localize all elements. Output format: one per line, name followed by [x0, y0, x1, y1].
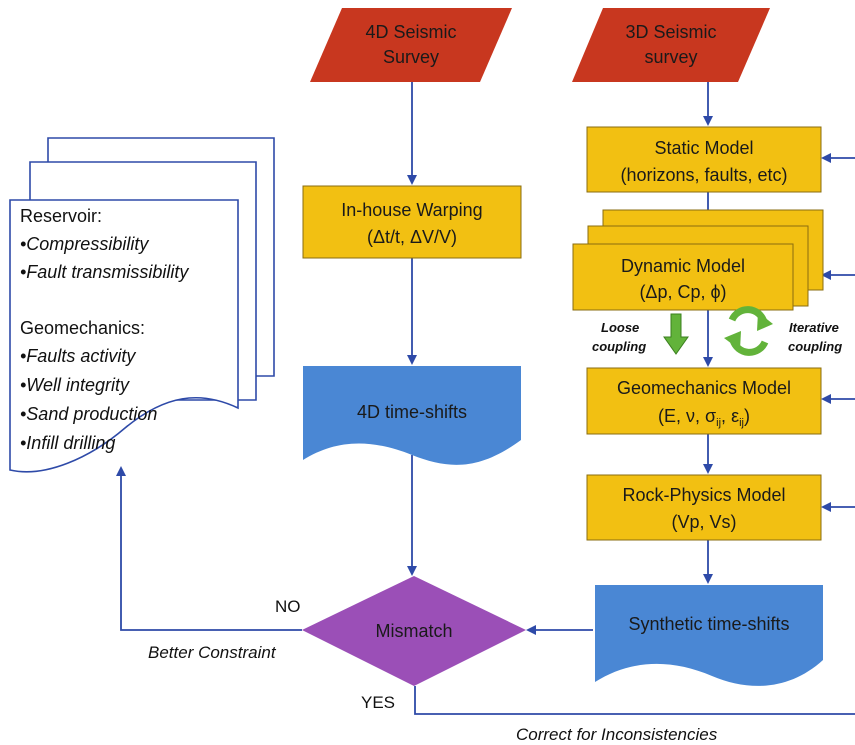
node-static-model[interactable]: Static Model (horizons, faults, etc) — [586, 126, 822, 193]
reservoir-item-compressibility: •Compressibility — [20, 234, 149, 254]
connectors — [116, 82, 855, 715]
dynamic-title: Dynamic Model — [621, 256, 745, 276]
geomech-item-infill-drilling: •Infill drilling — [20, 433, 115, 453]
mismatch-label: Mismatch — [375, 621, 452, 641]
iterative-coupling-line1: Iterative — [789, 320, 839, 335]
node-in-house-warping[interactable]: In-house Warping (Δt/t, ΔV/V) — [302, 185, 522, 259]
static-params: (horizons, faults, etc) — [620, 165, 787, 185]
geomech-title: Geomechanics Model — [617, 378, 791, 398]
iterative-coupling-cycle-icon — [724, 306, 773, 356]
loose-coupling-line1: Loose — [601, 320, 639, 335]
warping-params: (Δt/t, ΔV/V) — [367, 227, 457, 247]
mismatch-diamond — [302, 576, 526, 686]
geomech-item-sand-production: •Sand production — [20, 404, 157, 424]
timeshift-4d-shape — [303, 366, 521, 465]
node-rock-physics-model[interactable]: Rock-Physics Model (Vp, Vs) — [586, 474, 822, 541]
arrow-no-better-constraint — [116, 466, 302, 631]
node-4d-seismic-survey[interactable]: 4D Seismic Survey — [310, 8, 512, 82]
rockphys-params: (Vp, Vs) — [671, 512, 736, 532]
loose-coupling-down-arrow-icon — [663, 313, 689, 355]
reservoir-item-fault-transmissibility: •Fault transmissibility — [20, 262, 189, 282]
survey-4d-line2: Survey — [383, 47, 439, 67]
reservoir-heading: Reservoir: — [20, 206, 102, 226]
loose-coupling-line2: coupling — [592, 339, 646, 354]
geomech-param-nu: ν, — [686, 406, 705, 426]
geomech-param-close: ) — [744, 406, 750, 426]
geomech-param-sigma: σ — [705, 406, 716, 426]
dynamic-front-sheet — [572, 243, 794, 311]
geomech-params: (E, ν, σij, εij) — [658, 406, 750, 429]
geomech-param-sigma-sub: ij — [716, 417, 721, 429]
node-4d-time-shifts[interactable]: 4D time-shifts — [303, 366, 521, 465]
warping-box — [302, 185, 522, 259]
synthetic-label: Synthetic time-shifts — [628, 614, 789, 634]
geomechanics-heading: Geomechanics: — [20, 318, 145, 338]
geomech-item-well-integrity: •Well integrity — [20, 375, 130, 395]
static-title: Static Model — [654, 138, 753, 158]
node-mismatch-decision[interactable]: Mismatch — [302, 576, 526, 686]
document-front-sheet — [9, 199, 239, 473]
timeshift-4d-label: 4D time-shifts — [357, 402, 467, 422]
geomech-param-sep: , — [721, 406, 731, 426]
dynamic-params: (Δp, Cp, ϕ) — [639, 282, 726, 302]
survey-3d-line1: 3D Seismic — [625, 22, 716, 42]
warping-title: In-house Warping — [341, 200, 482, 220]
survey-3d-line2: survey — [644, 47, 697, 67]
geomech-param-eps-sub: ij — [739, 417, 744, 429]
iterative-coupling-line2: coupling — [788, 339, 842, 354]
label-better-constraint: Better Constraint — [148, 643, 277, 662]
geomech-box — [586, 367, 822, 435]
node-dynamic-model[interactable]: Dynamic Model (Δp, Cp, ϕ) — [572, 209, 824, 311]
geomech-item-faults-activity: •Faults activity — [20, 346, 136, 366]
label-no: NO — [275, 597, 301, 616]
survey-4d-shape — [310, 8, 512, 82]
rockphys-title: Rock-Physics Model — [622, 485, 785, 505]
coupling-indicators: Loose coupling Iterative coupling — [592, 306, 842, 356]
node-synthetic-time-shifts[interactable]: Synthetic time-shifts — [595, 585, 823, 686]
static-box — [586, 126, 822, 193]
line-yes-correct-inconsistencies — [414, 686, 855, 715]
geomech-param-eps: ε — [731, 406, 739, 426]
survey-3d-shape — [572, 8, 770, 82]
node-geomechanics-model[interactable]: Geomechanics Model (E, ν, σij, εij) — [586, 367, 822, 435]
survey-4d-line1: 4D Seismic — [365, 22, 456, 42]
label-correct-for-inconsistencies: Correct for Inconsistencies — [516, 725, 718, 744]
node-3d-seismic-survey[interactable]: 3D Seismic survey — [572, 8, 770, 82]
label-yes: YES — [361, 693, 395, 712]
multi-document-stack: Reservoir: •Compressibility •Fault trans… — [9, 137, 275, 473]
rockphys-box — [586, 474, 822, 541]
synthetic-shape — [595, 585, 823, 686]
geomech-param-e: (E, — [658, 406, 686, 426]
